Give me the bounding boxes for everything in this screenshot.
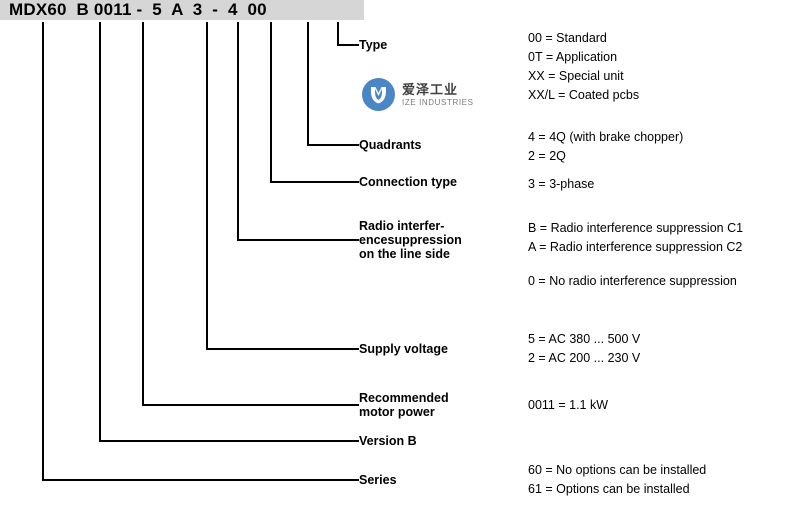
part-number-header-bar xyxy=(0,0,364,20)
label-supply-voltage: Supply voltage xyxy=(359,342,448,356)
explanation-series: 60 = No options can be installed 61 = Op… xyxy=(528,463,707,496)
explanation-connection-type: 3 = 3-phase xyxy=(528,177,595,191)
label-radio-interference-suppression: Radio interfer- encesuppression on the l… xyxy=(359,219,462,261)
ize-industries-mark-icon xyxy=(362,78,395,111)
logo-name-en: IZE INDUSTRIES xyxy=(402,97,474,107)
explanation-supply-voltage: 5 = AC 380 ... 500 V 2 = AC 200 ... 230 … xyxy=(528,332,641,365)
explanation-radio-interference-none: 0 = No radio interference suppression xyxy=(528,274,737,288)
explanation-quadrants: 4 = 4Q (with brake chopper) 2 = 2Q xyxy=(528,130,684,163)
label-version: Version B xyxy=(359,434,417,448)
label-connection-type: Connection type xyxy=(359,175,457,189)
label-recommended-motor-power: Recommended motor power xyxy=(359,391,449,419)
part-number-code: MDX60 B 0011 - 5 A 3 - 4 00 xyxy=(9,0,267,19)
logo-text: 爱泽工业 IZE INDUSTRIES xyxy=(402,83,474,107)
label-type: Type xyxy=(359,38,388,52)
explanation-type: 00 = Standard 0T = Application XX = Spec… xyxy=(528,31,640,102)
label-quadrants: Quadrants xyxy=(359,138,422,152)
explanation-radio-interference-suppression: B = Radio interference suppression C1 A … xyxy=(528,221,744,254)
logo-name-cn: 爱泽工业 xyxy=(402,81,459,97)
label-series: Series xyxy=(359,473,397,487)
explanation-recommended-motor-power: 0011 = 1.1 kW xyxy=(528,398,609,412)
company-logo: 爱泽工业 IZE INDUSTRIES xyxy=(362,78,474,111)
